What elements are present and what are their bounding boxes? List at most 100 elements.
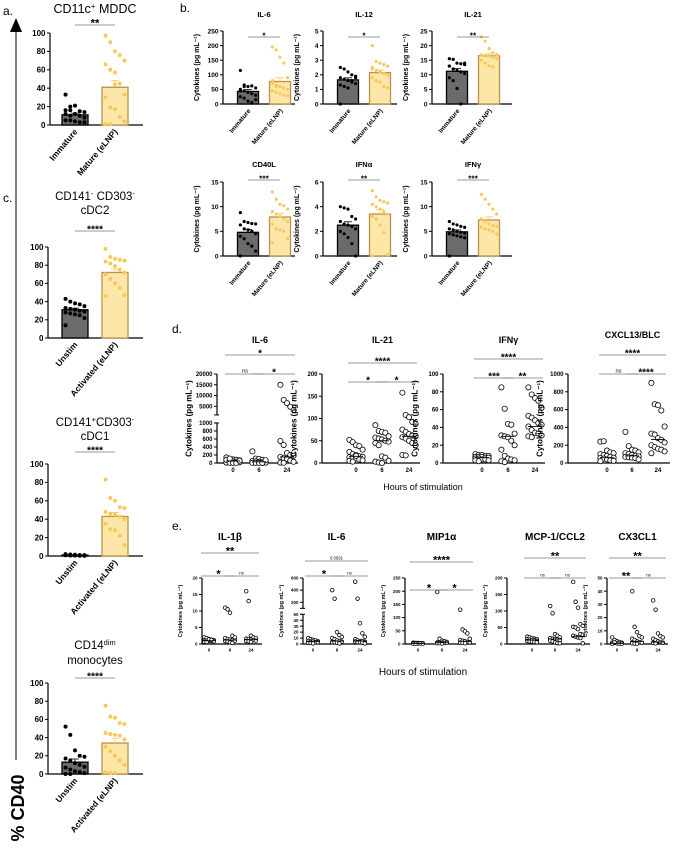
- data-point: [63, 296, 68, 301]
- title-part: IFNγ: [499, 335, 519, 345]
- data-point: [538, 421, 545, 428]
- data-point: [103, 744, 108, 749]
- data-point: [113, 264, 117, 269]
- significance-label: ns: [646, 573, 651, 578]
- x-tick-label: 0: [616, 648, 619, 653]
- data-point: [290, 458, 297, 465]
- x-tick-label: Immature: [328, 107, 352, 134]
- data-point: [63, 108, 68, 113]
- title-part: -: [132, 415, 135, 424]
- data-point: [575, 626, 581, 632]
- data-point: [270, 45, 274, 49]
- y-tick-label: 0: [424, 101, 428, 108]
- y-tick-label: 800: [202, 429, 213, 435]
- data-point: [274, 48, 278, 52]
- data-point: [648, 379, 655, 386]
- y-tick-label: 5000: [199, 404, 213, 410]
- data-point: [122, 270, 127, 275]
- data-point: [246, 84, 250, 89]
- y-tick-label: 0: [215, 101, 219, 108]
- data-point: [495, 57, 499, 61]
- data-point: [73, 119, 77, 124]
- data-point: [108, 527, 113, 532]
- bar: [477, 55, 501, 105]
- data-point: [242, 227, 246, 231]
- data-point: [113, 107, 117, 112]
- data-point: [63, 305, 68, 310]
- data-point: [68, 113, 73, 118]
- data-point: [648, 450, 655, 457]
- x-tick-label: 6: [636, 648, 639, 653]
- data-point: [77, 308, 82, 313]
- y-tick-label: 100: [30, 679, 44, 688]
- data-point: [538, 404, 545, 411]
- plot-title: CD40L: [252, 160, 276, 169]
- data-point: [108, 105, 113, 110]
- data-point: [459, 230, 463, 234]
- data-point: [459, 102, 463, 106]
- significance-label: **: [519, 372, 527, 383]
- data-point: [277, 437, 284, 444]
- data-point: [330, 587, 335, 593]
- data-point: [338, 219, 342, 224]
- y-tick-label: 100: [208, 72, 219, 79]
- data-point: [246, 90, 250, 94]
- data-point: [238, 68, 242, 73]
- data-point: [117, 53, 122, 58]
- data-point: [501, 459, 508, 466]
- data-point: [278, 228, 282, 232]
- data-point: [250, 221, 254, 226]
- data-point: [447, 254, 451, 258]
- y-tick-label: 2: [315, 229, 319, 236]
- data-point: [651, 431, 658, 438]
- data-point: [122, 762, 127, 767]
- data-point: [355, 596, 360, 601]
- data-point: [634, 629, 640, 635]
- y-tick-label: 80: [35, 261, 44, 270]
- x-tick-label: 24: [357, 648, 363, 653]
- data-point: [653, 607, 658, 612]
- data-point: [270, 222, 274, 226]
- y-tick-label: 20: [420, 43, 428, 50]
- data-point: [332, 596, 337, 601]
- data-point: [103, 259, 108, 264]
- y-tick-label: 5: [424, 229, 428, 236]
- y-tick-label: 20: [37, 102, 46, 111]
- significance-label: *: [395, 376, 399, 387]
- y-tick-label: 40: [597, 589, 603, 594]
- data-point: [108, 255, 113, 260]
- data-point: [382, 84, 386, 89]
- data-point: [73, 103, 77, 108]
- data-point: [508, 437, 515, 444]
- data-point: [378, 80, 382, 84]
- significance-label: *: [262, 32, 266, 41]
- data-point: [455, 61, 459, 65]
- data-point: [359, 446, 366, 453]
- y-tick-label: 2: [315, 72, 319, 79]
- data-point: [108, 496, 113, 501]
- significance-label: *: [427, 583, 432, 595]
- data-point: [286, 219, 290, 224]
- y-axis-label: Cytokines (pg mL⁻¹): [177, 584, 184, 637]
- data-point: [68, 772, 73, 776]
- data-point: [73, 111, 77, 116]
- x-tick-label: 6: [257, 468, 261, 474]
- data-point: [113, 512, 117, 517]
- panel-label-e: e.: [172, 519, 182, 533]
- data-point: [475, 458, 482, 465]
- y-tick-label: 20: [35, 533, 44, 542]
- data-point: [362, 641, 367, 646]
- title-part: IL-6: [252, 335, 268, 345]
- data-point: [278, 84, 282, 89]
- data-point: [660, 640, 665, 645]
- plot-title: CD141+CD303-: [56, 415, 135, 430]
- y-axis-label: Cytokines (pg mL⁻¹): [403, 34, 410, 101]
- x-tick-label: 6: [336, 648, 339, 653]
- data-point: [63, 111, 68, 116]
- significance-label: ****: [638, 368, 654, 379]
- y-tick-label: 600: [291, 576, 299, 581]
- data-point: [238, 89, 242, 93]
- data-point: [342, 222, 346, 226]
- data-point: [68, 552, 73, 557]
- x-tick-label: 24: [575, 648, 581, 653]
